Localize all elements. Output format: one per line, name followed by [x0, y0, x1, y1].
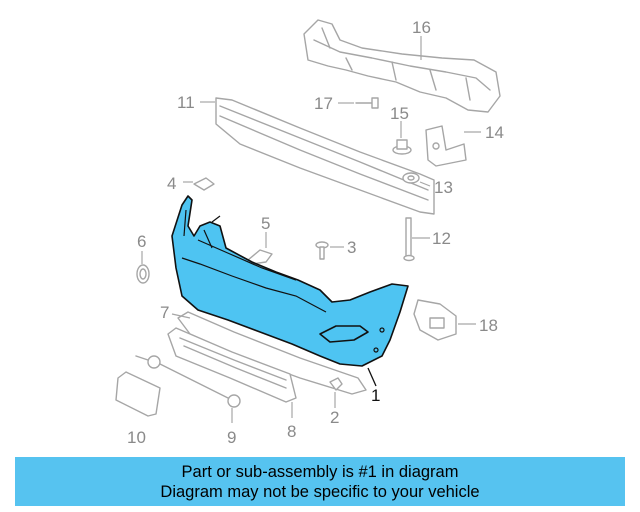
part-4-clip	[193, 177, 215, 191]
part-14-bracket	[425, 125, 467, 167]
callout-18: 18	[479, 316, 498, 335]
part-10-license-bracket	[115, 371, 161, 417]
callout-3: 3	[347, 238, 356, 257]
leader-lines	[141, 36, 481, 423]
callouts: 1 2 3 4 5 6 7 8 9 10 11 12 13 14 15 16 1…	[127, 18, 504, 447]
callout-17: 17	[314, 94, 333, 113]
callout-14: 14	[485, 123, 504, 142]
callout-15: 15	[390, 104, 409, 123]
part-16-reinforcement	[303, 19, 501, 113]
info-banner: Part or sub-assembly is #1 in diagram Di…	[15, 457, 625, 506]
banner-line-part-info: Part or sub-assembly is #1 in diagram	[181, 462, 459, 481]
part-2-clip	[329, 377, 343, 391]
callout-16: 16	[412, 18, 431, 37]
part-17-bolt	[355, 97, 379, 109]
part-13-nut	[402, 172, 420, 184]
callout-11: 11	[177, 93, 195, 112]
callout-2: 2	[330, 408, 339, 427]
callout-12: 12	[432, 229, 451, 248]
part-3-pin	[315, 241, 329, 260]
part-11-reinforcement-bar	[215, 97, 435, 215]
part-1-bumper-cover[interactable]	[171, 195, 409, 367]
part-12-stud	[403, 217, 415, 262]
banner-line-disclaimer: Diagram may not be specific to your vehi…	[160, 482, 480, 501]
parts-diagram: 1 2 3 4 5 6 7 8 9 10 11 12 13 14 15 16 1…	[115, 18, 504, 447]
part-15-bolt	[392, 139, 412, 155]
part-6-grommet	[136, 264, 150, 284]
callout-7: 7	[160, 303, 169, 322]
part-8-lower-grille	[167, 327, 297, 403]
callout-8: 8	[287, 422, 296, 441]
part-9-harness	[135, 355, 241, 408]
callout-9: 9	[227, 428, 236, 447]
callout-10: 10	[127, 428, 146, 447]
callout-6: 6	[137, 232, 146, 251]
part-18-bracket	[413, 299, 457, 341]
callout-4: 4	[167, 174, 176, 193]
callout-13: 13	[434, 178, 453, 197]
callout-5: 5	[261, 214, 270, 233]
callout-1[interactable]: 1	[371, 386, 380, 405]
